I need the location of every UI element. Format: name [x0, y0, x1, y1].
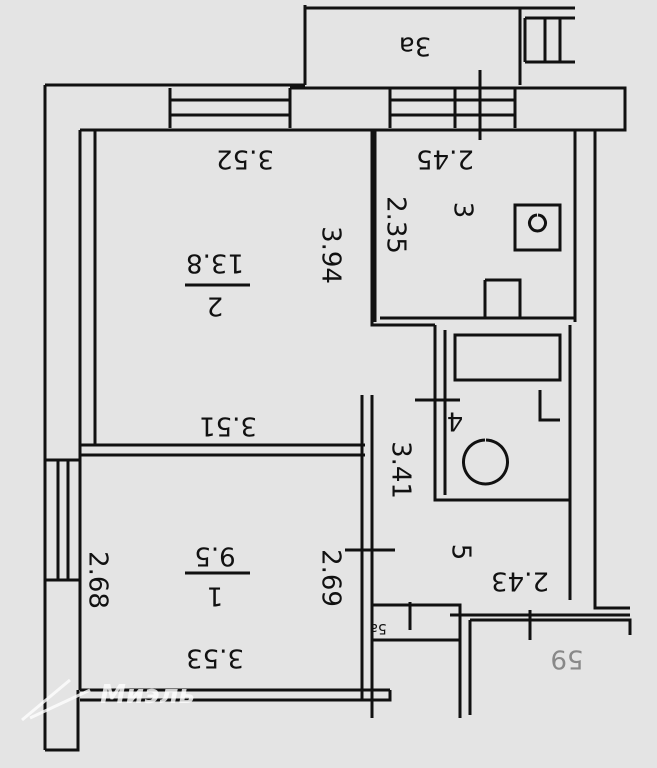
- room-4-label: 4: [447, 406, 464, 436]
- room-1-label: 1: [207, 581, 224, 611]
- watermark-text: Миэль: [100, 680, 195, 710]
- room-1-bottom: 3.53: [186, 643, 244, 673]
- room-5-side: 3.41: [386, 441, 416, 499]
- room-3-label: 3: [448, 202, 478, 219]
- room-2-top: 3.52: [216, 144, 274, 174]
- room-1-right: 2.69: [316, 549, 346, 607]
- room-2-side: 3.94: [316, 226, 346, 284]
- apartment-number: 59: [550, 644, 583, 674]
- room-2-bottom: 3.51: [199, 411, 257, 441]
- room-3a-label: 3a: [399, 31, 431, 61]
- room-5-label: 5: [446, 544, 476, 561]
- room-2-label: 2: [207, 291, 224, 321]
- walls: [43, 5, 632, 752]
- room-3-depth: 2.35: [381, 196, 411, 254]
- room-5a-label: 5a: [369, 620, 387, 636]
- room-2-area: 13.8: [186, 248, 244, 278]
- watermark-logo: Миэль: [21, 678, 195, 722]
- room-5-width: 2.43: [491, 566, 549, 596]
- room-1-left: 2.68: [83, 551, 113, 609]
- labels: 3a 2.45 3 2.35 3.52 13.8 2 3.94 3.51 4 3…: [83, 31, 584, 674]
- room-1-area: 9.5: [194, 541, 235, 571]
- room-3-width: 2.45: [416, 144, 474, 174]
